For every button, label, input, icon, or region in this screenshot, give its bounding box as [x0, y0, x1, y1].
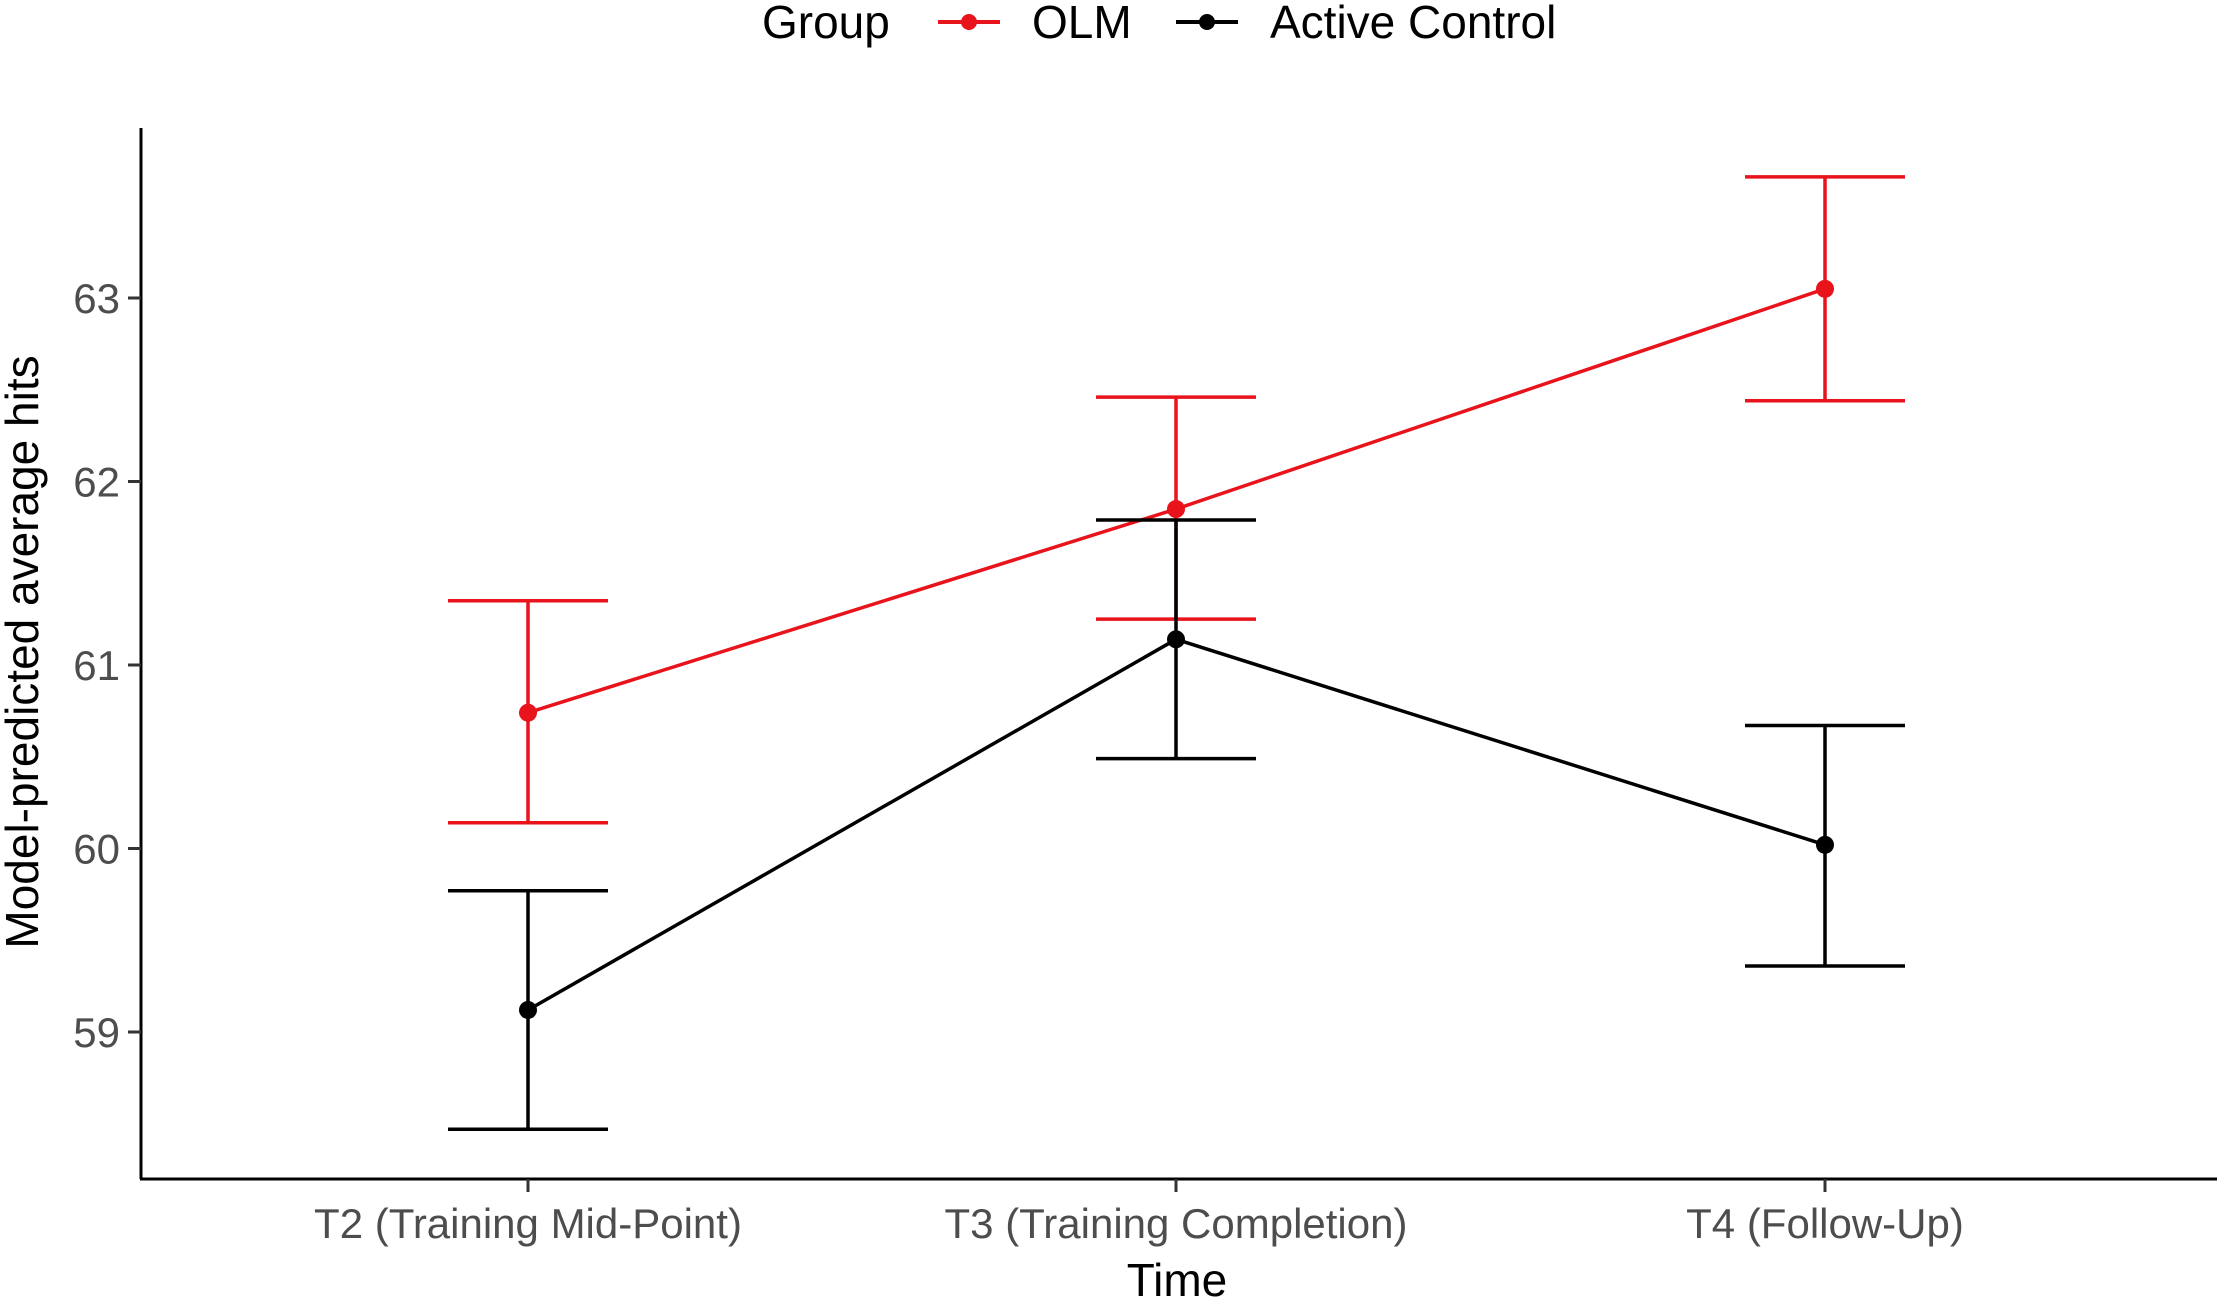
series-active-control [448, 518, 1905, 1132]
x-tick-label-2: T3 (Training Completion) [945, 1200, 1408, 1247]
y-tick-label-60: 60 [73, 826, 120, 873]
y-tick-label-59: 59 [73, 1009, 120, 1056]
y-tick-label-63: 63 [73, 275, 120, 322]
data-point-olm-1 [519, 703, 537, 722]
x-axis-title: Time [1127, 1254, 1228, 1302]
plot-area [448, 175, 1905, 1132]
data-point-active-control-3 [1816, 835, 1834, 854]
y-axis-title: Model-predicted average hits [0, 355, 48, 948]
y-tick-label-62: 62 [73, 459, 120, 506]
data-point-active-control-1 [519, 1000, 537, 1019]
legend-key-olm-dot [961, 14, 977, 30]
legend-label-active-control: Active Control [1270, 0, 1556, 48]
data-point-olm-3 [1816, 279, 1834, 298]
legend-key-active-control-dot [1199, 14, 1215, 30]
y-tick-label-61: 61 [73, 642, 120, 689]
y-axis-ticks: 59 60 61 62 63 [73, 275, 141, 1056]
legend-title: Group [762, 0, 890, 48]
x-tick-label-3: T4 (Follow-Up) [1686, 1200, 1964, 1247]
data-point-active-control-2 [1167, 630, 1185, 649]
legend: Group OLM Active Control [762, 0, 1556, 48]
legend-entry-active-control: Active Control [1176, 0, 1556, 48]
legend-label-olm: OLM [1032, 0, 1132, 48]
x-tick-label-1: T2 (Training Mid-Point) [314, 1200, 742, 1247]
legend-entry-olm: OLM [938, 0, 1132, 48]
data-point-olm-2 [1167, 500, 1185, 519]
x-axis-ticks: T2 (Training Mid-Point) T3 (Training Comp… [314, 1179, 1964, 1247]
